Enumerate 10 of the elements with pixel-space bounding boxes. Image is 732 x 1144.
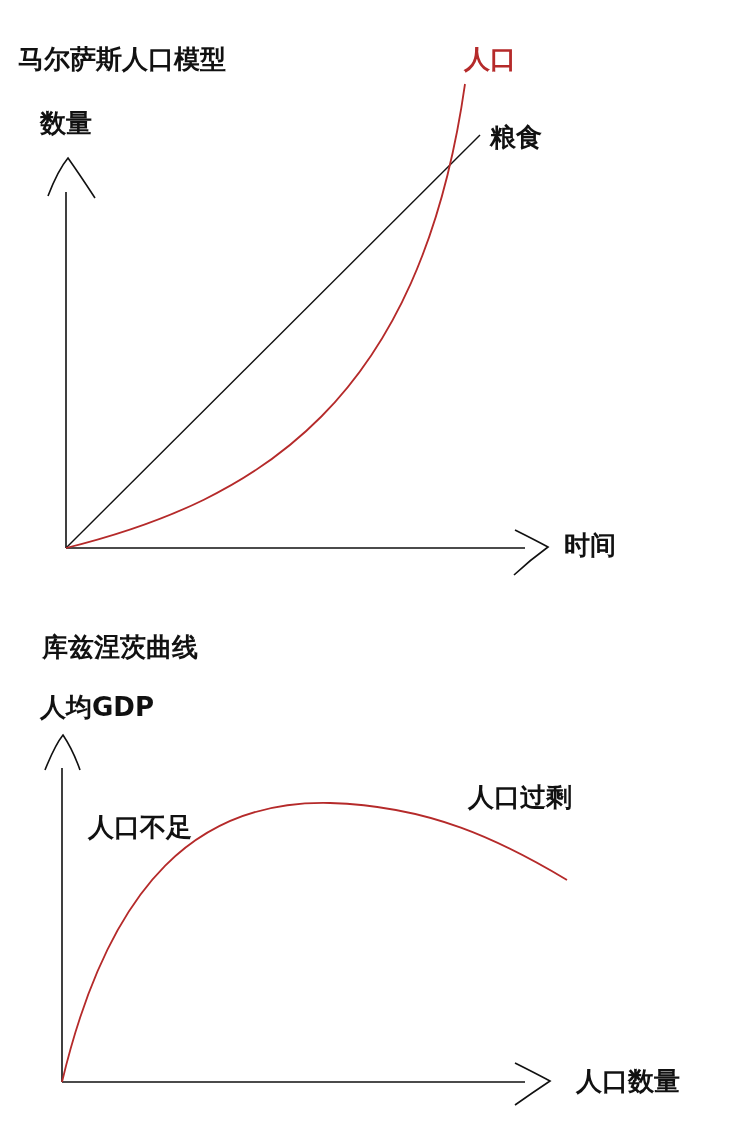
chart-title: 马尔萨斯人口模型 bbox=[18, 44, 226, 76]
axis-label: 人口数量 bbox=[576, 1066, 680, 1098]
chart-title: 库兹涅茨曲线 bbox=[42, 632, 198, 664]
axis-label: 时间 bbox=[564, 530, 616, 562]
axis-label: 数量 bbox=[40, 108, 92, 140]
region-label: 人口不足 bbox=[88, 812, 192, 844]
axis-label: 人均GDP bbox=[40, 692, 154, 724]
curve-label: 人口 bbox=[464, 44, 516, 76]
region-label: 人口过剩 bbox=[468, 782, 572, 814]
curve-label: 粮食 bbox=[490, 122, 542, 154]
